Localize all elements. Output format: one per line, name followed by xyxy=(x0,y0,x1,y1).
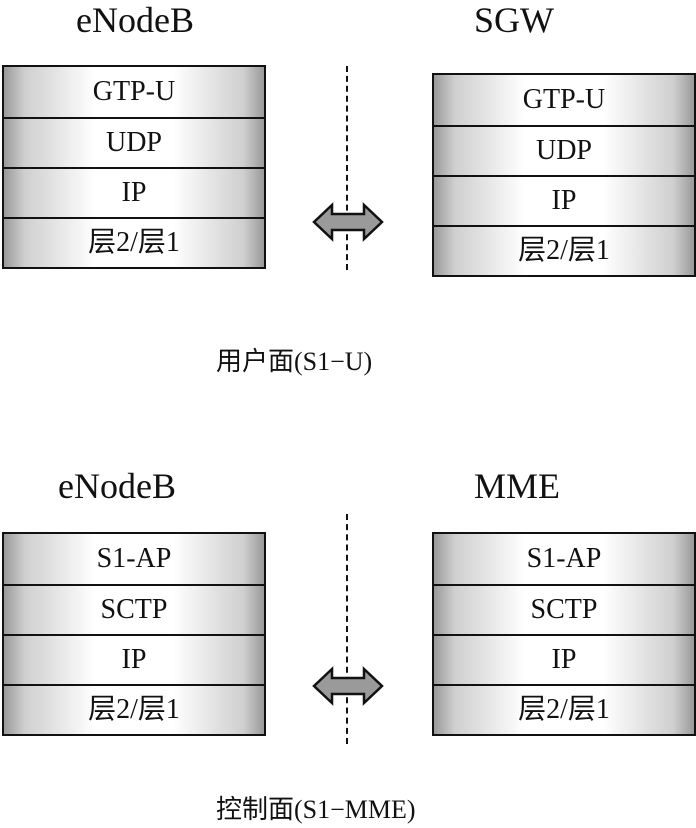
protocol-layer: GTP-U xyxy=(434,75,694,125)
control-plane-caption: 控制面(S1−MME) xyxy=(216,795,416,824)
protocol-layer: UDP xyxy=(4,117,264,167)
control-plane-bidirectional-arrow-icon xyxy=(312,666,384,706)
control-plane-divider-line xyxy=(346,514,348,744)
protocol-layer: 层2/层1 xyxy=(4,684,264,734)
user-plane-divider-line xyxy=(346,66,348,270)
protocol-layer: GTP-U xyxy=(4,67,264,117)
protocol-layer: IP xyxy=(4,634,264,684)
protocol-layer: SCTP xyxy=(434,584,694,634)
protocol-layer: IP xyxy=(434,175,694,225)
user-plane-bidirectional-arrow-icon xyxy=(312,202,384,242)
protocol-layer: IP xyxy=(4,167,264,217)
user-plane-enodeb-stack: GTP-U UDP IP 层2/层1 xyxy=(2,65,266,269)
protocol-layer: 层2/层1 xyxy=(434,684,694,734)
protocol-layer: 层2/层1 xyxy=(434,225,694,275)
protocol-layer: IP xyxy=(434,634,694,684)
protocol-layer: UDP xyxy=(434,125,694,175)
user-plane-caption: 用户面(S1−U) xyxy=(216,347,373,376)
control-plane-right-title: MME xyxy=(474,466,561,506)
protocol-layer: SCTP xyxy=(4,584,264,634)
control-plane-mme-stack: S1-AP SCTP IP 层2/层1 xyxy=(432,532,696,736)
protocol-layer: S1-AP xyxy=(434,534,694,584)
control-plane-left-title: eNodeB xyxy=(58,466,176,506)
protocol-layer: 层2/层1 xyxy=(4,217,264,267)
user-plane-right-title: SGW xyxy=(474,0,554,40)
user-plane-sgw-stack: GTP-U UDP IP 层2/层1 xyxy=(432,73,696,277)
user-plane-left-title: eNodeB xyxy=(76,0,194,40)
protocol-layer: S1-AP xyxy=(4,534,264,584)
control-plane-enodeb-stack: S1-AP SCTP IP 层2/层1 xyxy=(2,532,266,736)
